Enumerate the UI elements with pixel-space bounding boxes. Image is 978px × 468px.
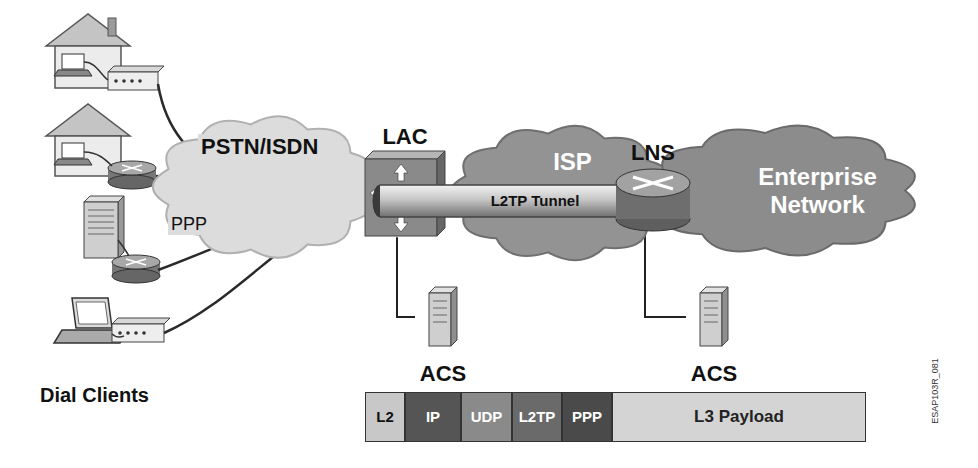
node-text: IP <box>426 408 440 425</box>
lac-switch: LAC <box>362 124 448 237</box>
drawing-part <box>112 255 160 269</box>
drawing-part <box>142 331 146 335</box>
node-text: ACS <box>420 361 466 386</box>
drawing-part <box>46 104 130 136</box>
packet-field: PPP <box>562 392 612 442</box>
server-tower-icon <box>84 196 124 258</box>
node-text: PPP <box>572 408 602 425</box>
drawing-part <box>429 293 451 346</box>
drawing-part <box>54 70 92 76</box>
node-text: PSTN/ISDN <box>198 134 321 159</box>
drawing-part <box>704 308 718 309</box>
drawing-part <box>62 54 84 69</box>
drawing-part <box>433 322 447 323</box>
drawing-part <box>433 315 447 316</box>
drawing-part <box>122 79 126 83</box>
drawing-part <box>704 322 718 323</box>
modem-icon <box>108 66 164 90</box>
drawing-part <box>112 318 170 324</box>
node-text: PPP <box>168 214 210 235</box>
drawing-part <box>112 324 164 342</box>
drawing-part <box>84 196 124 202</box>
node-text: LNS <box>631 140 675 165</box>
drawing-part <box>134 331 138 335</box>
drawing-part <box>122 165 142 171</box>
drawing-part <box>108 18 116 36</box>
drawing-part <box>394 164 408 181</box>
cloud-outline <box>148 108 383 266</box>
drawing-part <box>126 331 130 335</box>
drawing-part <box>433 308 447 309</box>
drawing-part <box>112 269 160 283</box>
drawing-part <box>108 175 156 189</box>
modem-icon <box>112 318 170 342</box>
acs-server: ACS <box>686 287 742 386</box>
drawing-part <box>72 298 112 328</box>
router-icon <box>112 255 160 283</box>
drawing-part <box>114 79 118 83</box>
drawing-part <box>62 143 84 158</box>
drawing-part <box>126 259 146 265</box>
node-text: LAC <box>382 124 427 149</box>
drawing-part <box>118 196 124 258</box>
drawing-part <box>700 293 722 346</box>
packet-field: L2TP <box>512 392 562 442</box>
node-text: L2TP <box>519 408 556 425</box>
packet-field: IP <box>405 392 461 442</box>
node-text: L3 Payload <box>694 407 784 427</box>
drawing-part <box>108 161 156 175</box>
server-icon <box>429 287 457 347</box>
connector-line <box>397 237 415 317</box>
drawing-part <box>88 210 114 234</box>
node-text: L2 <box>376 408 394 425</box>
drawing-part <box>84 152 112 166</box>
drawing-part <box>138 79 142 83</box>
drawing-part <box>130 79 134 83</box>
drawing-part <box>616 169 690 197</box>
drawing-part <box>153 116 375 258</box>
drawing-part <box>451 287 457 346</box>
drawing-part <box>46 14 130 46</box>
drawing-part <box>433 301 447 302</box>
drawing-part <box>704 315 718 316</box>
pstn-cloud: PSTN/ISDN PPP <box>148 108 383 266</box>
packet-field: L2 <box>365 392 405 442</box>
server-icon <box>700 287 728 347</box>
drawing-part <box>633 177 673 189</box>
node-text: UDP <box>471 408 503 425</box>
watermark: ESAP103R_081 <box>930 354 940 428</box>
packet-field: UDP <box>461 392 512 442</box>
router-icon <box>108 161 156 189</box>
drawing-part <box>108 66 164 72</box>
drawing-part <box>108 72 158 90</box>
drawing-part <box>365 151 445 159</box>
drawing-part <box>704 301 718 302</box>
connector-line <box>645 233 686 317</box>
drawing-part <box>118 331 122 335</box>
drawing-part <box>84 62 108 80</box>
drawing-part <box>54 159 92 165</box>
node-text: ACS <box>691 361 737 386</box>
drawing-part <box>112 334 124 337</box>
drawing-part <box>646 126 915 256</box>
node-text: ISP <box>553 148 592 176</box>
group-label: Dial Clients <box>40 384 149 407</box>
node-text: L2TP Tunnel <box>491 192 580 209</box>
packet-field: L3 Payload <box>612 392 866 442</box>
drawing-part <box>76 302 108 324</box>
node-text: Enterprise Network <box>743 163 893 218</box>
acs-server: ACS <box>415 287 471 386</box>
lns-router: LNS <box>612 140 694 233</box>
drawing-part <box>722 287 728 346</box>
lns-icon <box>615 167 691 233</box>
drawing-part <box>84 202 118 258</box>
drawing-part <box>394 215 408 232</box>
